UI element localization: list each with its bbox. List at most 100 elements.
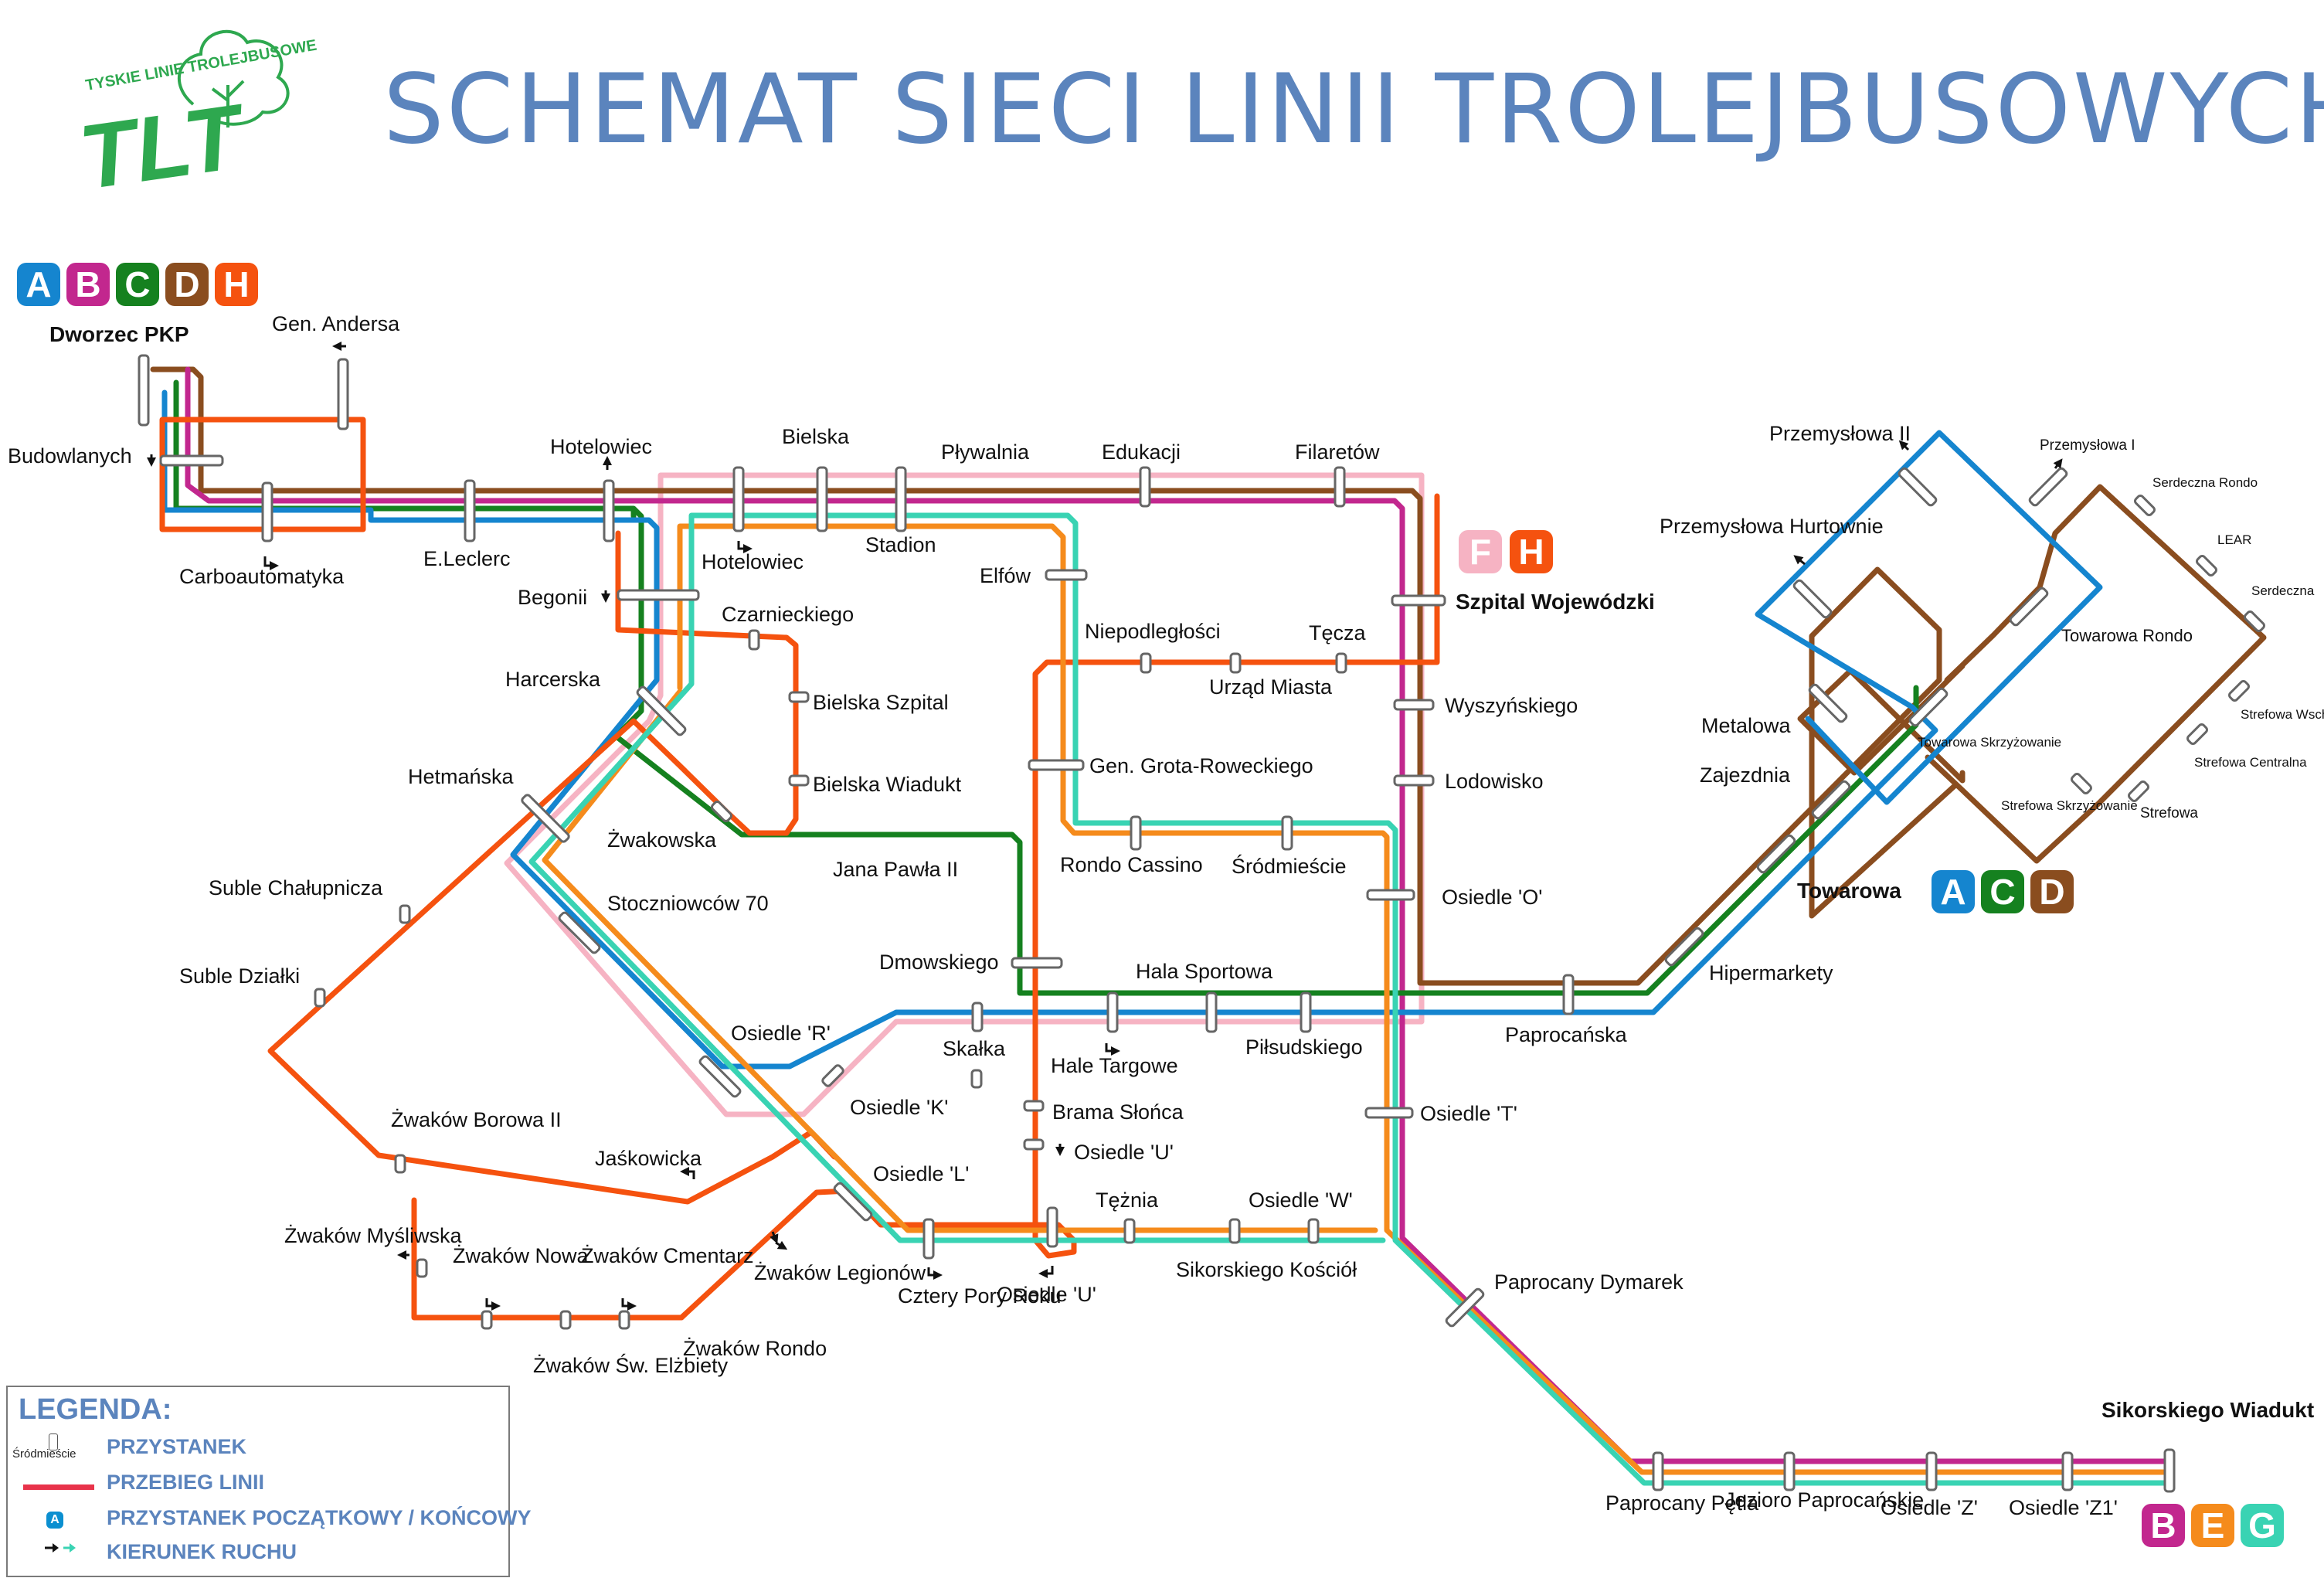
stop-label[interactable]: Towarowa Rondo — [2061, 626, 2193, 645]
stop-label[interactable]: Przemysłowa Hurtownie — [1660, 515, 1884, 538]
badge-group-sikorskiego[interactable]: B E G — [2142, 1504, 2284, 1547]
stop-marker[interactable] — [1664, 927, 1704, 967]
stop-label[interactable]: Tężnia — [1096, 1189, 1159, 1212]
stop-marker[interactable] — [1045, 569, 1088, 581]
stop-label[interactable]: Bielska — [782, 425, 850, 448]
stop-marker[interactable] — [1393, 774, 1435, 787]
stop-marker[interactable] — [821, 1064, 844, 1087]
stop-marker[interactable] — [1811, 780, 1851, 820]
stop-label[interactable]: Osiedle 'Z1' — [2009, 1496, 2118, 1519]
stop-label[interactable]: Tęcza — [1309, 621, 1367, 644]
stop-label[interactable]: Strefowa Wschodnia — [2241, 707, 2324, 722]
stop-label[interactable]: Stoczniowców 70 — [607, 892, 769, 915]
stop-marker[interactable] — [558, 911, 601, 954]
stop-marker[interactable] — [1130, 815, 1142, 851]
stop-label[interactable]: Żwaków Myśliwska — [284, 1223, 463, 1247]
stop-label[interactable]: Gen. Andersa — [272, 312, 400, 335]
stop-marker[interactable] — [481, 1310, 493, 1330]
stop-label[interactable]: Żwaków Borowa II — [391, 1107, 562, 1131]
stop-marker[interactable] — [1205, 991, 1218, 1033]
stop-label[interactable]: Hipermarkety — [1709, 961, 1833, 985]
stop-marker[interactable] — [788, 774, 810, 787]
stop-marker[interactable] — [971, 1002, 984, 1032]
stop-label[interactable]: Wyszyńskiego — [1445, 694, 1578, 717]
stop-label[interactable]: Niepodległości — [1085, 620, 1221, 643]
stop-label[interactable]: Osiedle 'O' — [1442, 886, 1542, 909]
stop-label[interactable]: Czarnieckiego — [722, 603, 854, 626]
stop-marker[interactable] — [1229, 652, 1242, 674]
stop-label[interactable]: Żwaków Św. Elżbiety — [533, 1352, 729, 1377]
stop-marker[interactable] — [1300, 991, 1312, 1033]
stop-marker[interactable] — [416, 1258, 428, 1278]
stop-label[interactable]: Hotelowiec — [550, 435, 652, 458]
stop-marker[interactable] — [1123, 1218, 1136, 1244]
stop-label[interactable]: Elfów — [980, 564, 1031, 587]
stop-marker[interactable] — [399, 904, 411, 924]
stop-marker[interactable] — [1364, 1107, 1414, 1119]
stop-label[interactable]: Hetmańska — [408, 765, 515, 788]
stop-marker[interactable] — [1898, 467, 1938, 507]
stop-marker[interactable] — [2071, 773, 2092, 794]
stop-marker[interactable] — [636, 685, 687, 736]
stop-marker[interactable] — [2128, 780, 2149, 802]
terminal-label[interactable]: Dworzec PKP — [49, 322, 189, 346]
stop-marker[interactable] — [1011, 957, 1063, 969]
stop-marker[interactable] — [1139, 466, 1151, 508]
stop-marker[interactable] — [1792, 579, 1833, 619]
stop-marker[interactable] — [922, 1218, 935, 1260]
stop-marker[interactable] — [1334, 466, 1346, 508]
stop-label[interactable]: Osiedle 'U' — [1074, 1141, 1174, 1164]
stop-marker[interactable] — [1925, 1451, 1938, 1491]
stop-marker[interactable] — [337, 358, 349, 430]
badge-group-szpital[interactable]: F H — [1459, 530, 1553, 573]
stop-marker[interactable] — [732, 466, 745, 532]
stop-label[interactable]: Cztery Pory Roku — [898, 1284, 1062, 1308]
stop-marker[interactable] — [1391, 594, 1446, 607]
stop-label[interactable]: Begonii — [518, 586, 587, 609]
stop-marker[interactable] — [617, 589, 700, 601]
stop-label[interactable]: Hotelowiec — [702, 550, 804, 573]
stop-label[interactable]: Bielska Wiadukt — [813, 773, 962, 796]
stop-label[interactable]: Przemysłowa II — [1769, 422, 1911, 445]
stop-label[interactable]: Jaśkowicka — [595, 1147, 702, 1170]
stop-label[interactable]: Strefowa — [2140, 805, 2198, 821]
stop-marker[interactable] — [159, 454, 224, 467]
stop-marker[interactable] — [1756, 834, 1796, 874]
stop-marker[interactable] — [2061, 1451, 2074, 1491]
stop-label[interactable]: Towarowa Skrzyżowanie — [1918, 735, 2061, 750]
stop-label[interactable]: Filaretów — [1295, 440, 1380, 464]
stop-marker[interactable] — [1908, 687, 1949, 727]
stop-marker[interactable] — [1140, 652, 1152, 674]
stop-marker[interactable] — [895, 466, 907, 532]
stop-label[interactable]: Strefowa Centralna — [2194, 755, 2307, 770]
stop-label[interactable]: Harcerska — [505, 668, 601, 691]
stop-label[interactable]: Gen. Grota-Roweckiego — [1089, 754, 1313, 777]
stop-marker[interactable] — [2196, 555, 2217, 576]
stop-label[interactable]: Osiedle 'W' — [1249, 1189, 1353, 1212]
stop-label[interactable]: Sikorskiego Kościół — [1176, 1258, 1357, 1281]
stop-marker[interactable] — [314, 988, 326, 1008]
stop-label[interactable]: Żwakowska — [607, 828, 717, 852]
stop-marker[interactable] — [2163, 1448, 2176, 1493]
stop-label[interactable]: Osiedle 'T' — [1420, 1102, 1517, 1125]
stop-marker[interactable] — [2186, 723, 2208, 745]
stop-marker[interactable] — [559, 1310, 572, 1330]
stop-label[interactable]: Urząd Miasta — [1209, 675, 1333, 699]
stop-label[interactable]: Lodowisko — [1445, 770, 1544, 793]
stop-marker[interactable] — [1023, 1138, 1045, 1151]
terminal-label[interactable]: Towarowa — [1797, 879, 1901, 903]
stop-marker[interactable] — [261, 481, 274, 542]
stop-marker[interactable] — [1393, 699, 1435, 711]
stop-label[interactable]: Osiedle 'U' — [997, 1283, 1096, 1306]
stop-marker[interactable] — [711, 801, 732, 822]
stop-label[interactable]: Osiedle 'Z' — [1881, 1496, 1978, 1519]
stop-label[interactable]: Serdeczna — [2251, 583, 2315, 598]
stop-label[interactable]: Metalowa — [1701, 714, 1792, 737]
stop-label[interactable]: Strefowa Skrzyżowanie — [2001, 798, 2138, 813]
stop-marker[interactable] — [1281, 815, 1293, 851]
stop-label[interactable]: Suble Chałupnicza — [209, 876, 383, 900]
stop-label[interactable]: Stadion — [865, 533, 936, 556]
stop-label[interactable]: Carboautomatyka — [179, 565, 345, 588]
stop-marker[interactable] — [1445, 1287, 1485, 1328]
stop-label[interactable]: Żwaków Nowa — [453, 1243, 589, 1267]
